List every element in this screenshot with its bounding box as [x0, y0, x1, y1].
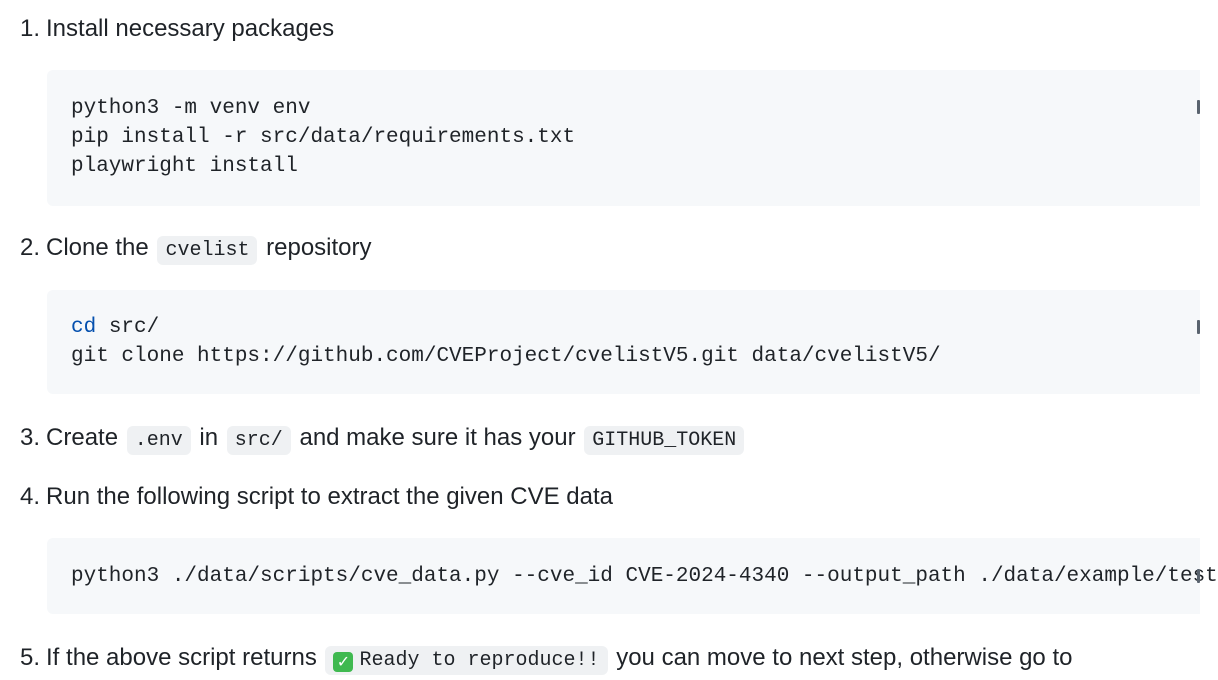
inline-code-src: src/	[226, 426, 291, 455]
copy-button-edge-icon[interactable]	[1197, 569, 1200, 583]
step-text: Create	[46, 424, 119, 451]
step-number: 2.	[20, 234, 41, 261]
step-5: 5.If the above script returns ✓Ready to …	[20, 642, 1072, 677]
step-text: and make sure it has your	[299, 424, 576, 451]
code-line: pip install -r src/data/requirements.txt	[71, 126, 576, 149]
step-text: you can move to next step, otherwise go …	[616, 644, 1073, 671]
inline-code-cvelist: cvelist	[157, 236, 258, 265]
step-number: 5.	[20, 644, 41, 671]
step-4: 4.Run the following script to extract th…	[20, 481, 613, 513]
step-text: Run the following script to extract the …	[46, 483, 613, 510]
inline-code-github-token: GITHUB_TOKEN	[584, 426, 745, 455]
step-number: 4.	[20, 483, 41, 510]
step-text: in	[199, 424, 219, 451]
code-line: python3 ./data/scripts/cve_data.py --cve…	[71, 565, 1218, 588]
white-check-mark-icon: ✓	[333, 652, 354, 672]
code-line: git clone https://github.com/CVEProject/…	[71, 345, 941, 368]
step-text: If the above script returns	[46, 644, 317, 671]
copy-button-edge-icon[interactable]	[1197, 320, 1200, 334]
inline-code-ready: ✓Ready to reproduce!!	[325, 646, 608, 675]
code-block-install[interactable]: python3 -m venv env pip install -r src/da…	[47, 70, 1200, 206]
step-text: Clone the	[46, 234, 149, 261]
code-block-clone[interactable]: cd src/git clone https://github.com/CVEP…	[47, 290, 1200, 394]
inline-code-env: .env	[126, 426, 191, 455]
step-text: Install necessary packages	[46, 15, 335, 42]
step-number: 3.	[20, 424, 41, 451]
step-1: 1.Install necessary packages	[20, 13, 334, 45]
step-3: 3.Create .env in src/ and make sure it h…	[20, 422, 746, 457]
inline-code-text: Ready to reproduce!!	[359, 649, 600, 672]
code-keyword: cd	[71, 316, 97, 339]
step-text: repository	[266, 234, 372, 261]
code-line: cd src/	[71, 313, 1200, 342]
copy-button-edge-icon[interactable]	[1197, 100, 1200, 114]
code-line: python3 -m venv env	[71, 97, 311, 120]
code-text: src/	[96, 316, 160, 339]
step-2: 2.Clone the cvelist repository	[20, 232, 372, 267]
step-number: 1.	[20, 15, 41, 42]
code-block-script[interactable]: python3 ./data/scripts/cve_data.py --cve…	[47, 538, 1218, 614]
code-line: playwright install	[71, 155, 298, 178]
